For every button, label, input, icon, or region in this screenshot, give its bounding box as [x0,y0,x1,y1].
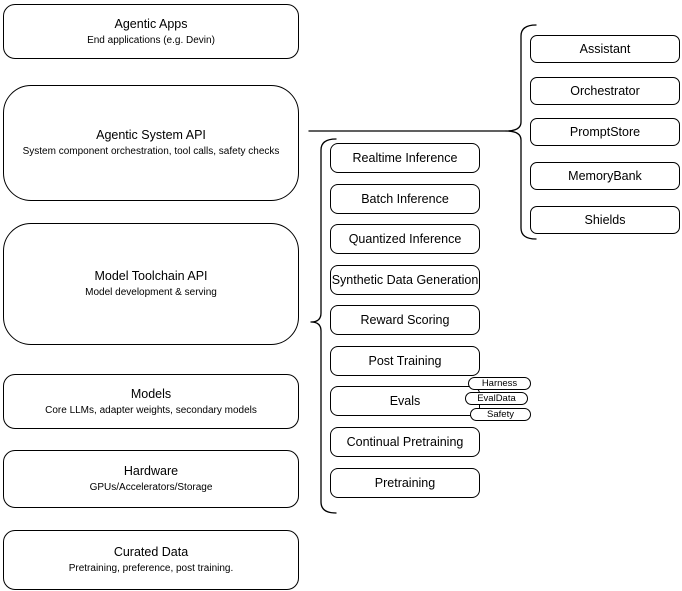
service-label: Reward Scoring [360,313,450,327]
service-reward-scoring: Reward Scoring [330,305,480,335]
component-label: Shields [584,213,626,227]
layer-title: Hardware [123,464,179,478]
eval-tag-label: EvalData [477,393,516,404]
eval-tag-label: Harness [481,378,518,389]
layer-agentic-apps: Agentic Apps End applications (e.g. Devi… [3,4,299,59]
service-label: Post Training [368,354,442,368]
component-promptstore: PromptStore [530,118,680,146]
layer-title: Models [130,386,172,401]
eval-tag-label: Safety [487,409,514,420]
service-continual-pretraining: Continual Pretraining [330,427,480,457]
service-label: Batch Inference [361,192,449,206]
service-realtime-inference: Realtime Inference [330,143,480,173]
eval-tag-evaldata: EvalData [465,392,528,405]
component-label: MemoryBank [568,169,642,183]
layer-model-toolchain-api: Model Toolchain API Model development & … [3,223,299,345]
eval-tag-safety: Safety [470,408,531,421]
service-label: Realtime Inference [352,151,458,165]
toolchain-services-brace [310,138,337,514]
component-label: Assistant [579,42,631,56]
layer-agentic-system-api: Agentic System API System component orch… [3,85,299,201]
service-label: Evals [389,394,421,408]
layer-hardware: Hardware GPUs/Accelerators/Storage [3,450,299,508]
service-batch-inference: Batch Inference [330,184,480,214]
layer-title: Curated Data [113,545,189,559]
service-evals: Evals [330,386,480,416]
component-orchestrator: Orchestrator [530,77,680,105]
layer-subtitle: Pretraining, preference, post training. [68,563,234,574]
component-memorybank: MemoryBank [530,162,680,190]
layer-title: Agentic System API [96,128,206,142]
service-label: Synthetic Data Generation [331,273,479,287]
component-label: Orchestrator [570,84,640,98]
service-label: Pretraining [374,476,436,490]
layer-title: Agentic Apps [114,16,188,31]
layer-subtitle: End applications (e.g. Devin) [87,34,215,46]
agentic-components-brace [505,24,537,240]
layer-subtitle: System component orchestration, tool cal… [22,146,280,157]
layer-curated-data: Curated Data Pretraining, preference, po… [3,530,299,590]
layer-models: Models Core LLMs, adapter weights, secon… [3,374,299,429]
layer-subtitle: Model development & serving [85,287,217,298]
component-assistant: Assistant [530,35,680,63]
service-post-training: Post Training [330,346,480,376]
component-label: PromptStore [569,125,641,139]
service-synthetic-data-generation: Synthetic Data Generation [330,265,480,295]
service-label: Continual Pretraining [346,435,464,449]
layer-subtitle: GPUs/Accelerators/Storage [89,482,213,493]
service-quantized-inference: Quantized Inference [330,224,480,254]
service-label: Quantized Inference [348,232,462,246]
component-shields: Shields [530,206,680,234]
layer-title: Model Toolchain API [94,269,208,283]
service-pretraining: Pretraining [330,468,480,498]
eval-tag-harness: Harness [468,377,531,390]
layer-subtitle: Core LLMs, adapter weights, secondary mo… [45,404,257,416]
